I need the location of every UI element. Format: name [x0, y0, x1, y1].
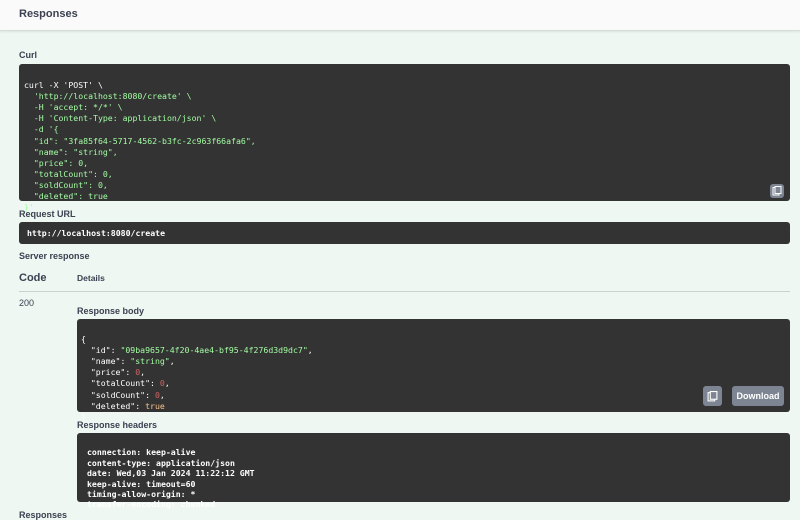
curl-code-block[interactable]: curl -X 'POST' \ 'http://localhost:8080/…: [19, 64, 790, 212]
download-button[interactable]: Download: [732, 386, 784, 406]
curl-line: "price": 0,: [24, 157, 89, 168]
json-brace: {: [81, 334, 86, 345]
response-body-label: Response body: [77, 306, 145, 316]
responses-title: Responses: [19, 8, 78, 20]
request-url-value: http://localhost:8080/create: [27, 228, 166, 238]
header-line: timing-allow-origin: *: [87, 489, 196, 500]
request-url-label: Request URL: [19, 209, 76, 219]
response-body-block[interactable]: { "id": "09ba9657-4f20-4ae4-bf95-4f276d3…: [77, 319, 790, 422]
curl-line: 'http://localhost:8080/create' \: [24, 91, 192, 102]
json-key: "soldCount": [90, 389, 146, 400]
curl-line: -d '{: [24, 124, 59, 135]
response-copy-button[interactable]: [703, 386, 722, 406]
curl-line: }': [24, 202, 34, 213]
json-value: 0: [154, 389, 160, 400]
curl-line: "soldCount": 0,: [24, 179, 108, 190]
header-line: keep-alive: timeout=60: [87, 478, 196, 489]
curl-line: curl -X 'POST' \: [24, 80, 103, 91]
json-value: 0: [135, 367, 141, 378]
json-key: "deleted": [90, 400, 136, 411]
curl-line: "totalCount": 0,: [24, 168, 113, 179]
details-column-header: Details: [77, 273, 105, 283]
code-column-header: Code: [19, 272, 47, 284]
clipboard-icon: [707, 390, 718, 401]
curl-line: "deleted": true: [24, 191, 108, 202]
json-key: "id": [90, 345, 111, 356]
json-brace: }: [81, 411, 86, 422]
json-value: true: [145, 400, 165, 411]
curl-line: -H 'Content-Type: application/json' \: [24, 113, 217, 124]
table-divider: [19, 291, 790, 292]
curl-label: Curl: [19, 50, 37, 60]
curl-line: "id": "3fa85f64-5717-4562-b3fc-2c963f66a…: [24, 135, 256, 146]
json-key: "totalCount": [90, 378, 151, 389]
curl-copy-button[interactable]: [770, 184, 784, 198]
curl-line: "name": "string",: [24, 146, 118, 157]
responses-footer-label: Responses: [19, 510, 68, 520]
server-response-label: Server response: [19, 251, 90, 261]
header-line: connection: keep-alive: [87, 447, 196, 458]
responses-header-bar: Responses: [0, 0, 800, 31]
json-key: "name": [90, 356, 121, 367]
header-line: content-type: application/json: [87, 457, 235, 468]
header-line: date: Wed,03 Jan 2024 11:22:12 GMT: [87, 468, 255, 479]
json-value: "string": [130, 356, 170, 367]
clipboard-icon: [772, 186, 782, 196]
json-value: 0: [159, 378, 165, 389]
header-line: transfer-encoding: chunked: [87, 499, 216, 510]
response-headers-label: Response headers: [77, 420, 158, 430]
status-code: 200: [19, 298, 35, 308]
response-headers-block[interactable]: connection: keep-alive content-type: app…: [77, 433, 790, 509]
request-url-block[interactable]: http://localhost:8080/create: [19, 222, 790, 244]
json-value: "09ba9657-4f20-4ae4-bf95-4f276d3d9dc7": [120, 345, 308, 356]
json-key: "price": [90, 367, 126, 378]
curl-line: -H 'accept: */*' \: [24, 102, 123, 113]
